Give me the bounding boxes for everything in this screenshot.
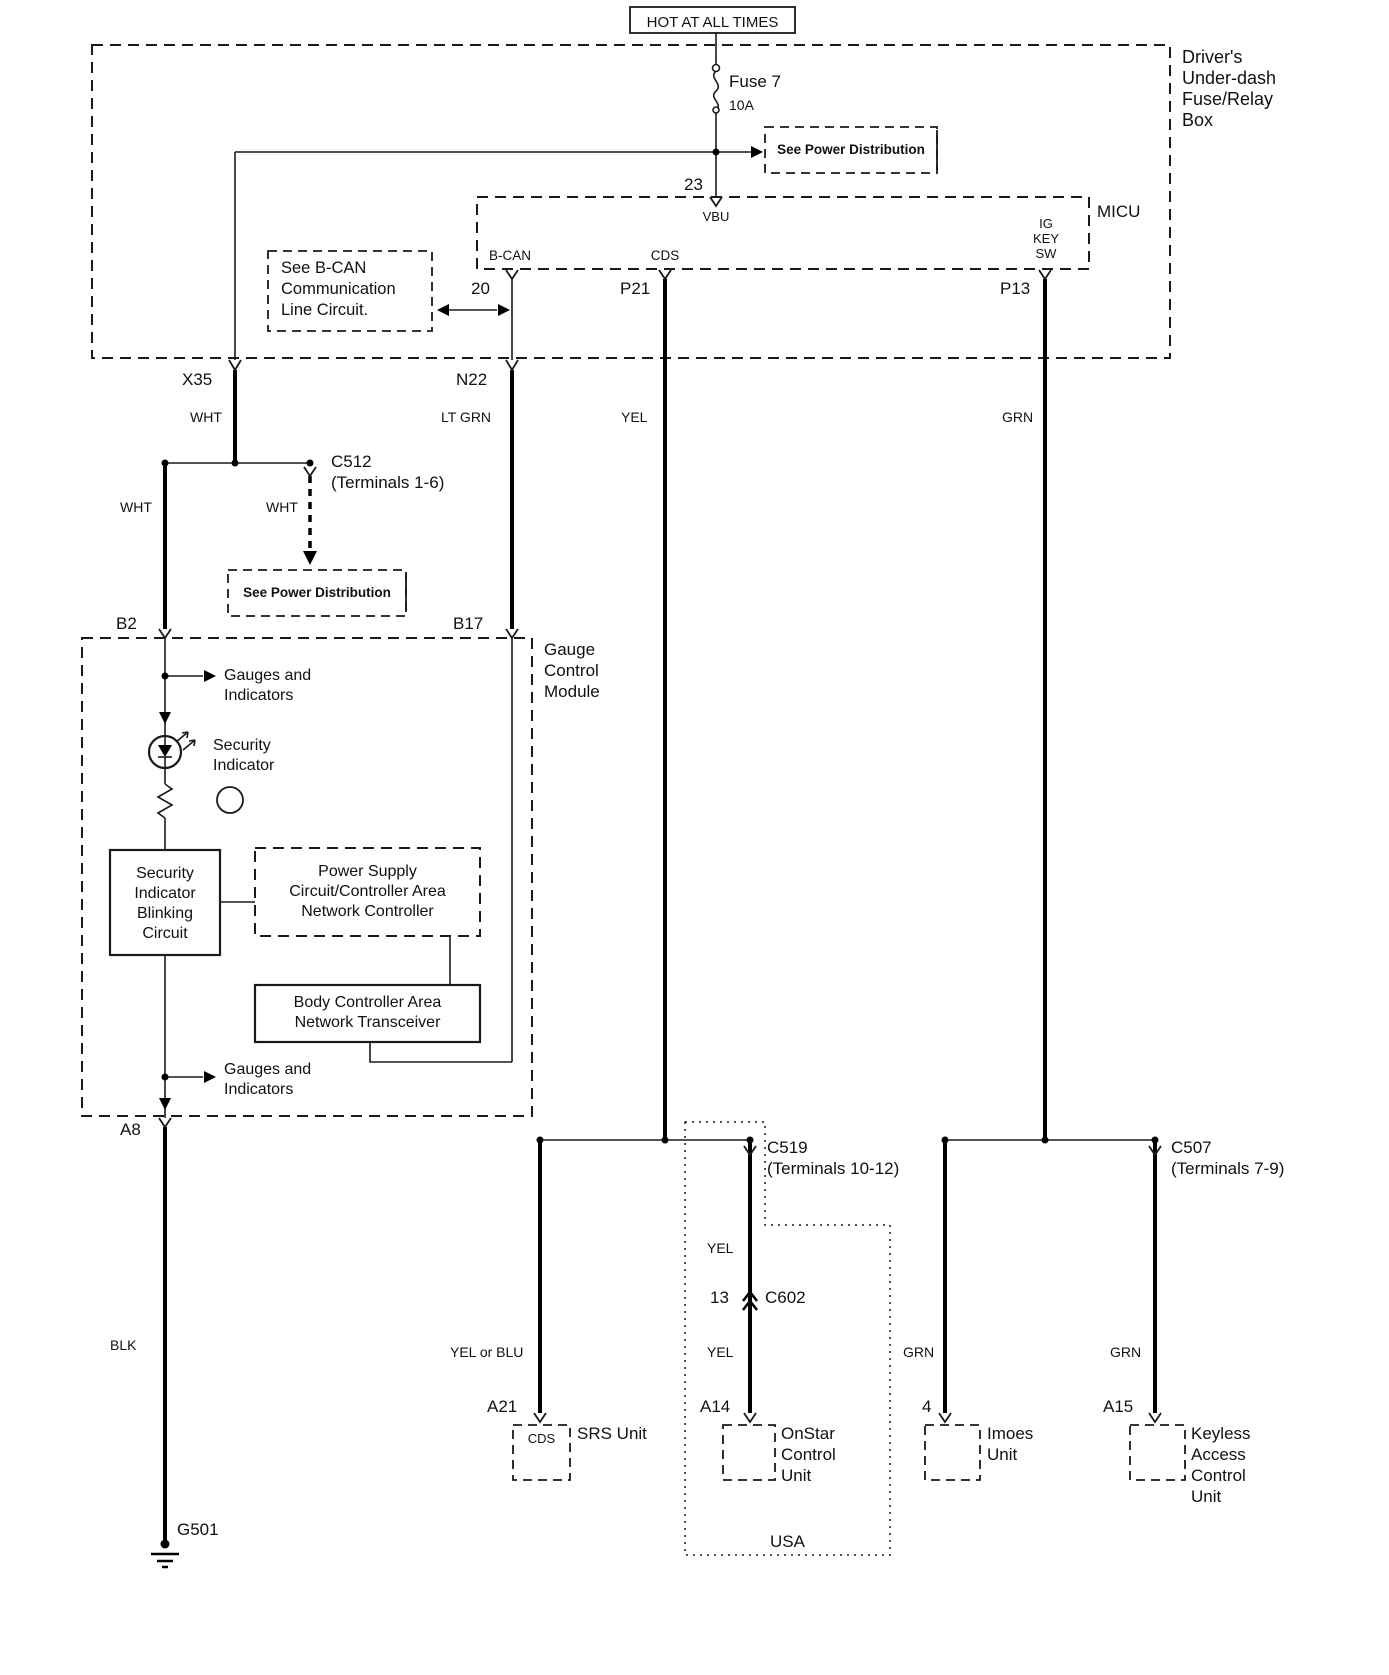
connector-c507-label: C507 (Terminals 7-9) (1171, 1138, 1285, 1178)
micu-pin-p13: P13 (1000, 279, 1031, 298)
srs-unit-box (512, 1424, 571, 1481)
usa-region-box (684, 1121, 891, 1556)
see-power-distribution-box-1 (764, 126, 938, 174)
resistor-symbol (156, 783, 174, 819)
ground-symbol (151, 1539, 179, 1569)
see-b-can-note: See B-CAN Communication Line Circuit. (281, 259, 396, 319)
hot-at-all-times-label: HOT AT ALL TIMES (646, 14, 779, 31)
wire-color-left-wht: WHT (120, 499, 152, 515)
wire-color-keyless-grn: GRN (1110, 1344, 1142, 1360)
wire-color-p13-grn: GRN (1002, 409, 1034, 425)
wire-color-p21-yel: YEL (621, 409, 648, 425)
srs-unit-label: SRS Unit (577, 1424, 647, 1443)
onstar-unit-label: OnStar Control Unit (781, 1424, 836, 1485)
terminal-x35: X35 (182, 370, 213, 389)
keyless-unit-box (1129, 1424, 1186, 1481)
imoes-unit-label: Imoes Unit (987, 1424, 1034, 1464)
hot-at-all-times-box (629, 6, 796, 34)
srs-cds-label: CDS (527, 1431, 556, 1446)
fuse-symbol (711, 63, 721, 114)
fuse7-rating: 10A (729, 97, 754, 113)
terminal-a15: A15 (1103, 1397, 1134, 1416)
thick-wires (163, 279, 1157, 1540)
connector-c602-label: C602 (765, 1288, 806, 1307)
terminal-b17: B17 (453, 614, 484, 633)
wire-color-blk: BLK (110, 1337, 137, 1353)
micu-pin-cds: CDS (650, 248, 680, 263)
wire-color-lt-grn: LT GRN (441, 409, 492, 425)
terminal-b2: B2 (116, 614, 137, 633)
terminal-a14: A14 (700, 1397, 731, 1416)
terminal-a8: A8 (120, 1120, 141, 1139)
micu-pin-ig-key-sw: IG KEY SW (1032, 216, 1059, 261)
security-indicator-symbol (147, 731, 196, 770)
fuse-relay-box-label: Driver's Under-dash Fuse/Relay Box (1182, 47, 1277, 130)
c602-connector-symbol (741, 1289, 759, 1311)
terminal-marks (158, 196, 1162, 1424)
arrowheads (159, 146, 763, 1110)
power-supply-label: Power Supply Circuit/Controller Area Net… (289, 863, 446, 920)
terminal-n22: N22 (456, 370, 488, 389)
micu-box-outline (476, 196, 1090, 270)
ground-g501-label: G501 (177, 1520, 219, 1539)
micu-pin-20: 20 (471, 279, 490, 298)
body-can-label: Body Controller Area Network Transceiver (293, 994, 442, 1031)
body-can-transceiver-box (253, 983, 482, 1044)
imoes-unit-box (924, 1424, 981, 1481)
connector-c519-label: C519 (Terminals 10-12) (767, 1138, 900, 1178)
pin-23-label: 23 (684, 175, 703, 194)
wire-color-onstar-yel-upper: YEL (707, 1240, 734, 1256)
terminal-4: 4 (922, 1397, 932, 1416)
wire-color-onstar-yel-lower: YEL (707, 1344, 734, 1360)
gauges-indicators-top-label: Gauges and Indicators (224, 667, 312, 704)
power-supply-circuit-box (254, 847, 481, 937)
see-power-distribution-note-1: See Power Distribution (777, 142, 925, 157)
keyless-unit-label: Keyless Access Control Unit (1191, 1424, 1251, 1506)
junction-dots (161, 148, 1159, 1144)
fuse7-label: Fuse 7 (729, 72, 781, 91)
wire-color-x35-wht: WHT (190, 409, 222, 425)
wire-color-c512-wht: WHT (266, 499, 298, 515)
security-indicator-label: Security Indicator (213, 737, 275, 774)
micu-pin-p21: P21 (620, 279, 651, 298)
indicator-lamp-symbol (216, 786, 244, 814)
terminal-a21: A21 (487, 1397, 518, 1416)
micu-pin-vbu: VBU (702, 209, 730, 224)
fuse-relay-box-outline (91, 44, 1171, 359)
gauge-control-module-label: Gauge Control Module (544, 640, 600, 701)
gauge-control-module-outline (81, 637, 533, 1117)
usa-label: USA (770, 1532, 805, 1551)
thin-wires (164, 33, 1155, 1141)
connector-c512-label: C512 (Terminals 1-6) (331, 452, 445, 492)
wire-color-imoes-grn: GRN (903, 1344, 935, 1360)
see-power-distribution-note-2: See Power Distribution (243, 585, 391, 600)
micu-pin-b-can: B-CAN (489, 248, 532, 263)
gauges-indicators-bottom-label: Gauges and Indicators (224, 1061, 312, 1098)
see-b-can-box (267, 250, 433, 332)
see-power-distribution-box-2 (227, 569, 407, 617)
micu-label: MICU (1097, 202, 1141, 221)
onstar-unit-box (722, 1424, 776, 1481)
pin-13-label: 13 (710, 1288, 729, 1307)
wire-color-yel-or-blu: YEL or BLU (450, 1344, 524, 1360)
blinking-circuit-label: Security Indicator Blinking Circuit (134, 865, 196, 942)
